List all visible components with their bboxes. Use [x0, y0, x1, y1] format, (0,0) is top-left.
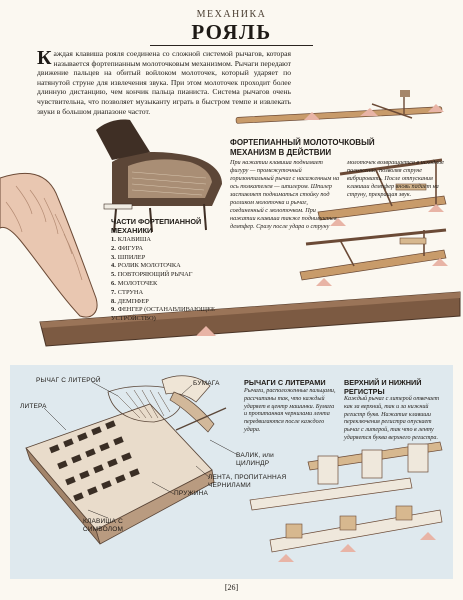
hammer-action-lower: [299, 228, 448, 286]
page-number: [26]: [224, 583, 239, 592]
label-letter: ЛИТЕРА: [20, 403, 47, 410]
intro-dropcap: К: [37, 47, 52, 69]
piano-parts-heading: ЧАСТИ ФОРТЕПИАННОЙ МЕХАНИКИ: [111, 217, 202, 235]
typewriter-text: Рычаги, расположенные пальцами, рассчита…: [244, 388, 336, 433]
list-item: 4.РОЛИК МОЛОТОЧКА: [111, 262, 181, 270]
label-key-symbol: КЛАВИША С СИМВОЛОМ: [82, 518, 124, 533]
label-type-lever: РЫЧАГ С ЛИТЕРОЙ: [36, 377, 101, 384]
label-ribbon: ЛЕНТА, ПРОПИТАННАЯ ЧЕРНИЛАМИ: [208, 474, 287, 489]
list-item: 8.ДЕМПФЕР: [111, 297, 149, 305]
typewriter-heading: РЫЧАГИ С ЛИТЕРАМИ: [244, 378, 326, 387]
typewriter-label-leaders: [43, 381, 239, 519]
registers-heading: ВЕРХНИЙ И НИЖНИЙ РЕГИСТРЫ: [344, 378, 422, 396]
hammer-action-text-left: При нажатии клавиша поднимает фигуру — п…: [230, 159, 340, 230]
piano-parts-list: 1.КЛАВИША 2.ФИГУРА 3.ШПИЛЕР 4.РОЛИК МОЛО…: [111, 236, 231, 324]
list-item: 1.КЛАВИША: [111, 236, 151, 243]
title-divider: [150, 45, 313, 46]
list-item: 9.ФЕНГЕР (ОСТАНАВЛИВАЮЩЕЕ УСТРОЙСТВО): [111, 306, 215, 323]
hammer-action-upper: [235, 90, 444, 124]
list-item: 3.ШПИЛЕР: [111, 253, 146, 261]
hammer-action-middle: [317, 158, 447, 226]
key-pivot: [196, 326, 216, 336]
list-item: 5.ПОВТОРЯЮЩИЙ РЫЧАГ: [111, 271, 193, 279]
mammoth-trunk: [0, 172, 98, 318]
hammer-action-text-right: молоточек возвращается в исходное положе…: [347, 159, 445, 198]
list-item: 7.СТРУНА: [111, 288, 144, 296]
list-item: 2.ФИГУРА: [111, 244, 144, 252]
label-paper: БУМАГА: [193, 380, 220, 387]
section-title: МЕХАНИКА: [196, 9, 267, 20]
page-title: РОЯЛЬ: [191, 20, 272, 44]
registers-text: Каждый рычаг с литерой отвечает как за в…: [344, 396, 439, 441]
hammer-action-heading: ФОРТЕПИАННЫЙ МОЛОТОЧКОВЫЙ МЕХАНИЗМ В ДЕЙ…: [230, 138, 375, 157]
intro-text: аждая клавиша рояля соединена со сложной…: [37, 49, 291, 116]
label-roller: ВАЛИК, или ЦИЛИНДР: [236, 452, 274, 467]
trunk-wrinkles: [5, 185, 83, 281]
label-spring: ПРУЖИНА: [174, 490, 209, 497]
registers-illustration: [249, 441, 443, 562]
typewriter-illustration: [25, 375, 227, 545]
list-item: 6.МОЛОТОЧЕК: [111, 279, 158, 287]
grand-piano-illustration: [96, 119, 222, 233]
